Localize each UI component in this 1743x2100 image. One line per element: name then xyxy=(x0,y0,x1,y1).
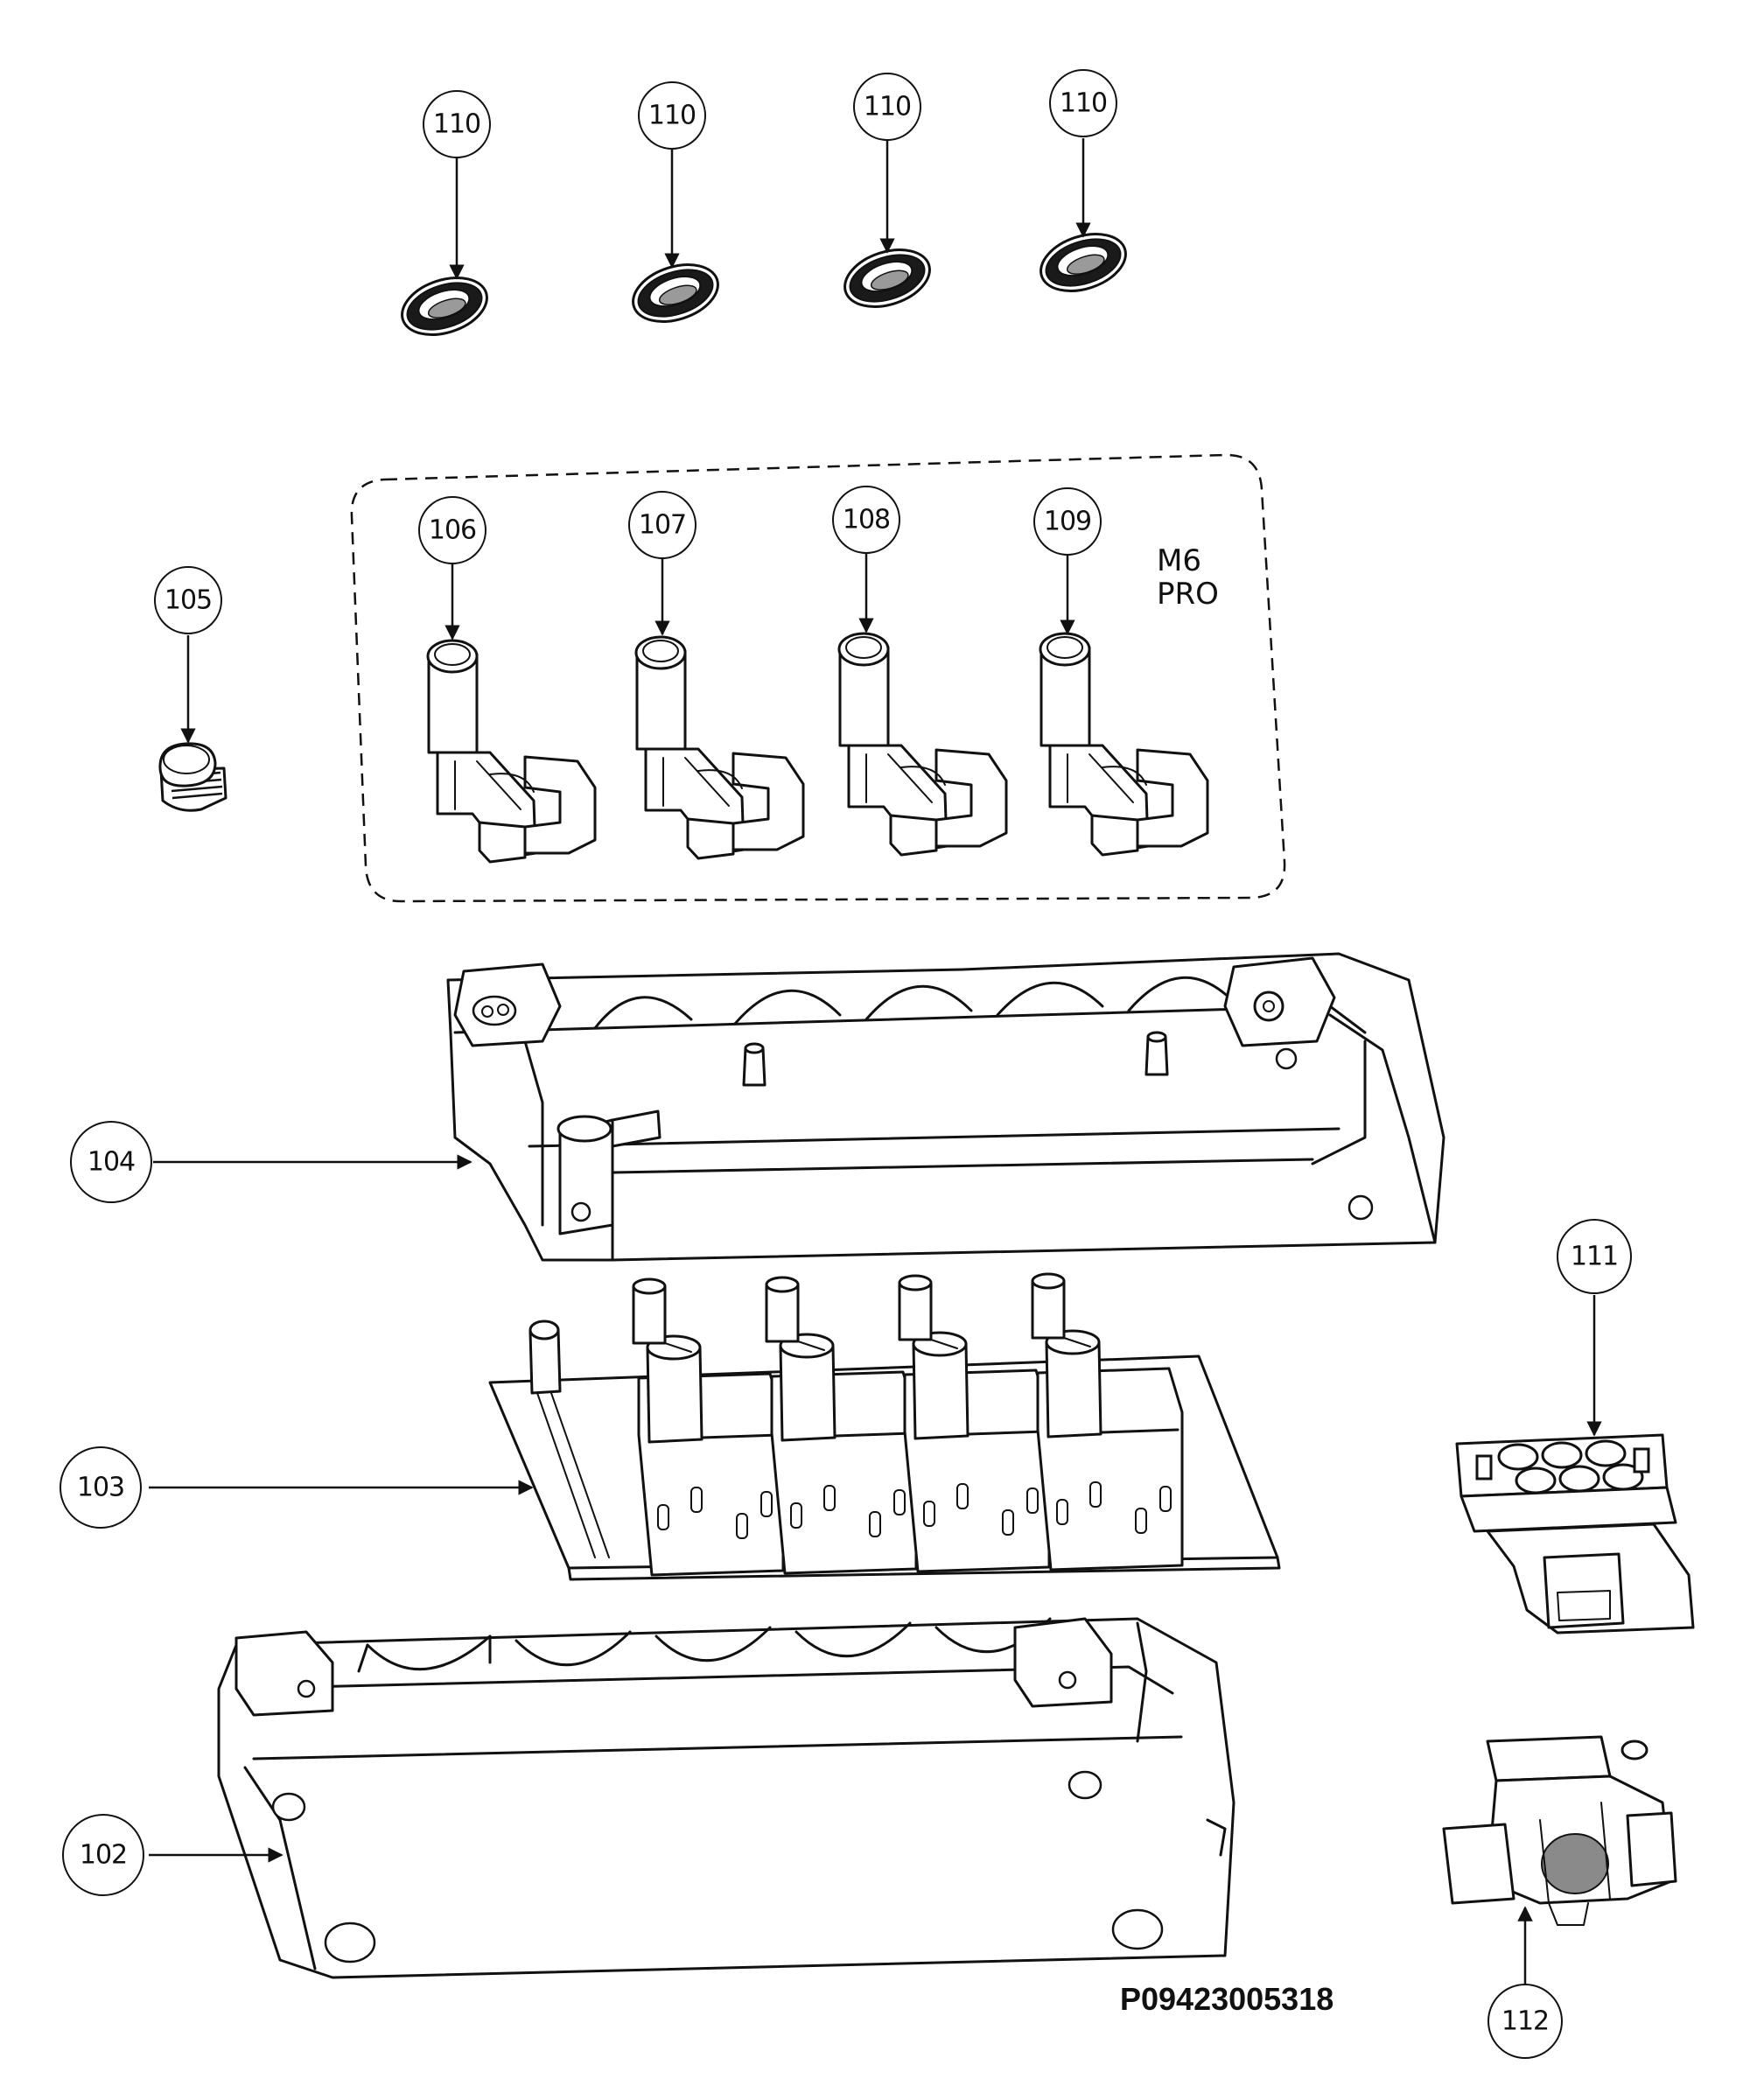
callout-label: 110 xyxy=(433,109,480,140)
callout-label: 102 xyxy=(80,1840,127,1871)
callout-label: 108 xyxy=(843,505,890,536)
callout-108: 108 xyxy=(832,486,900,554)
callout-107: 107 xyxy=(628,491,696,559)
callout-label: 109 xyxy=(1044,507,1091,537)
callout-110-3: 110 xyxy=(853,73,921,141)
variant-note-line1: M6 xyxy=(1157,543,1201,578)
callout-106: 106 xyxy=(418,496,486,564)
callout-104: 104 xyxy=(70,1121,152,1203)
callout-label: 112 xyxy=(1502,2006,1549,2037)
ring-110-3 xyxy=(844,248,931,308)
callout-label: 110 xyxy=(864,92,911,122)
clip-112 xyxy=(1442,1735,1677,1926)
callout-109: 109 xyxy=(1033,487,1102,556)
drawing-number: P09423005318 xyxy=(1120,1981,1334,2017)
callout-label: 107 xyxy=(639,510,686,541)
callout-label: 110 xyxy=(648,101,696,131)
callout-label: 105 xyxy=(164,585,212,616)
callout-102: 102 xyxy=(62,1814,144,1896)
lower-housing-102 xyxy=(217,1617,1236,1979)
callout-111: 111 xyxy=(1557,1219,1632,1294)
callout-label: 104 xyxy=(88,1147,135,1178)
switch-module-2 xyxy=(765,1276,918,1575)
callout-105: 105 xyxy=(154,566,222,634)
pcb-103 xyxy=(488,1272,1281,1581)
callout-110-1: 110 xyxy=(423,90,491,158)
callouts: 110 110 110 110 106 107 108 109 xyxy=(60,69,1632,2059)
ring-110-4 xyxy=(1040,233,1127,292)
callout-110-2: 110 xyxy=(638,81,706,150)
switch-module xyxy=(632,1278,785,1577)
knob-105 xyxy=(158,742,228,812)
callout-112: 112 xyxy=(1488,1984,1563,2059)
variant-group-dashed-box xyxy=(350,453,1286,903)
button-109 xyxy=(1039,632,1209,857)
switch-module-4 xyxy=(1031,1272,1184,1572)
callout-110-4: 110 xyxy=(1049,69,1117,137)
switch-module-3 xyxy=(898,1274,1051,1573)
callout-label: 103 xyxy=(77,1473,124,1503)
callout-label: 110 xyxy=(1060,88,1107,119)
connector-111 xyxy=(1455,1433,1695,1634)
button-108 xyxy=(837,632,1008,857)
callout-103: 103 xyxy=(60,1446,142,1529)
button-107 xyxy=(634,635,805,860)
ring-110-1 xyxy=(401,276,488,336)
variant-note-line2: PRO xyxy=(1157,577,1219,612)
callout-label: 106 xyxy=(429,515,476,546)
button-106 xyxy=(426,639,597,864)
ring-110-2 xyxy=(632,263,719,323)
callout-label: 111 xyxy=(1571,1242,1618,1272)
upper-housing-104 xyxy=(446,952,1446,1262)
leader-lines xyxy=(149,138,1602,1984)
